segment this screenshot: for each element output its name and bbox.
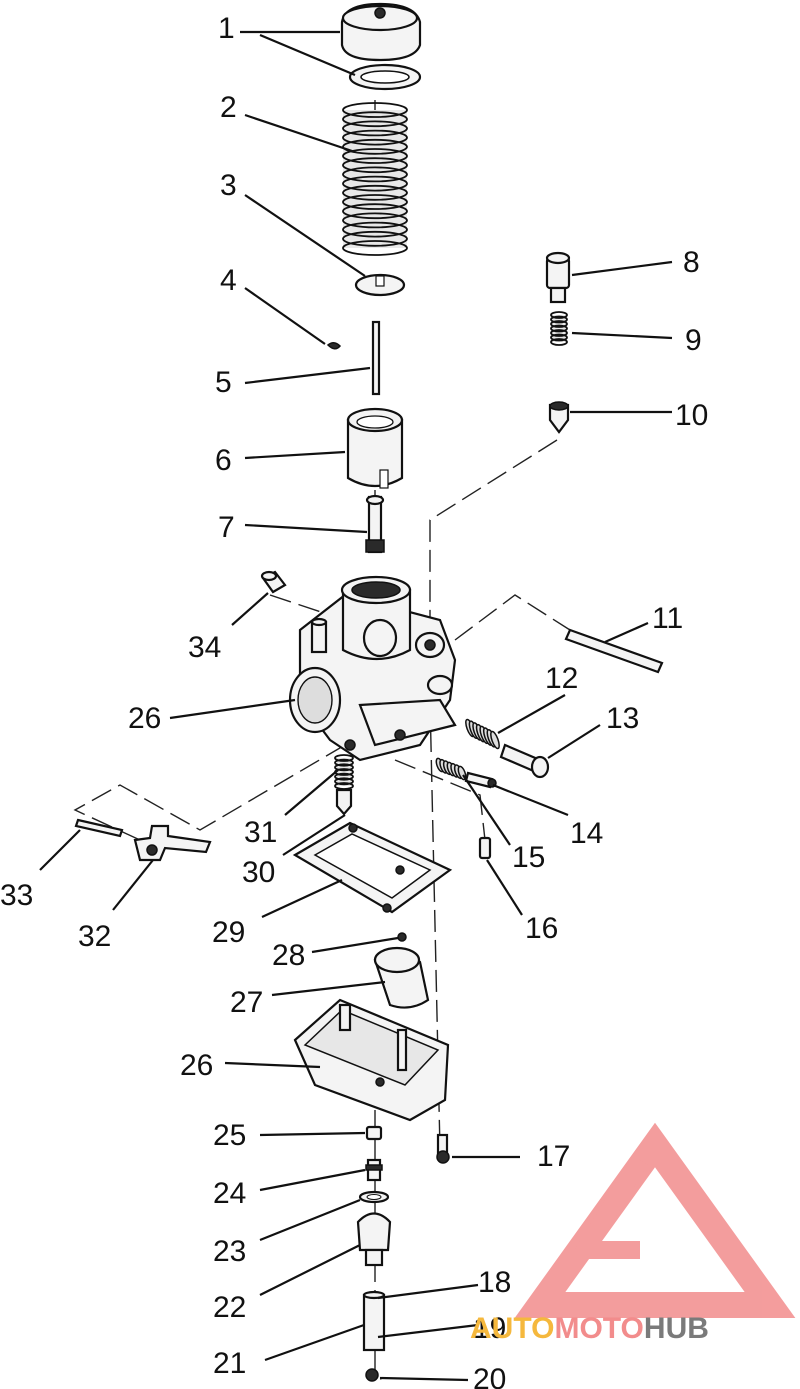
label-26-bowl: 26	[180, 1049, 213, 1082]
wordmark-moto: MOTO	[554, 1312, 643, 1345]
part-33-pin	[74, 818, 124, 838]
part-28-pin	[397, 932, 407, 942]
label-3: 3	[220, 169, 237, 202]
label-13: 13	[606, 702, 639, 735]
label-18: 18	[478, 1266, 511, 1299]
part-20-plug	[365, 1368, 379, 1382]
part-16-jet	[478, 836, 492, 860]
label-26-body: 26	[128, 702, 161, 735]
part-17-drain-screw	[436, 1133, 450, 1164]
label-5: 5	[215, 366, 232, 399]
wordmark-auto: AUTO	[470, 1312, 554, 1345]
label-16: 16	[525, 912, 558, 945]
label-19: 19	[473, 1312, 506, 1345]
part-5-needle	[371, 320, 381, 396]
part-8-pilot-screw-cap	[545, 251, 571, 304]
part-15-spring	[435, 757, 467, 781]
label-14: 14	[570, 817, 603, 850]
part-4-clip	[326, 342, 342, 350]
part-26-float-bowl	[293, 998, 450, 1122]
part-25-jet	[365, 1125, 383, 1141]
label-27: 27	[230, 986, 263, 1019]
part-34-plug	[260, 570, 287, 594]
label-9: 9	[685, 324, 702, 357]
label-28: 28	[272, 939, 305, 972]
label-11: 11	[652, 602, 683, 635]
label-23: 23	[213, 1235, 246, 1268]
part-29-gasket	[292, 821, 453, 914]
carburetor-body	[288, 575, 457, 762]
part-14-screw	[464, 771, 497, 789]
label-2: 2	[220, 91, 237, 124]
part-30-washer	[335, 788, 353, 816]
label-31: 31	[244, 816, 277, 849]
part-number-labels: 1 2 3 4 5 6 7 8 9 10 11 12 13 14 15 16 1…	[0, 12, 708, 1389]
part-6-throttle-slide	[346, 407, 404, 489]
part-2-spring	[342, 102, 408, 256]
part-23-washer	[358, 1190, 390, 1204]
part-32-lever	[133, 824, 212, 862]
part-13-screw	[499, 743, 550, 779]
label-4: 4	[220, 264, 237, 297]
label-6: 6	[215, 444, 232, 477]
label-7: 7	[218, 511, 235, 544]
part-3-retainer	[354, 273, 406, 297]
part-31-spring	[334, 754, 354, 790]
label-34: 34	[188, 631, 221, 664]
part-7-needle-jet	[365, 494, 385, 554]
leader-lines	[39, 30, 673, 1382]
part-11-rod	[564, 628, 664, 674]
part-21-tube	[362, 1290, 386, 1352]
label-15: 15	[512, 841, 545, 874]
label-25: 25	[213, 1119, 246, 1152]
part-22-jet-holder	[356, 1212, 392, 1267]
svg-text:AUTOMOTOHUB: AUTOMOTOHUB	[470, 1312, 709, 1345]
part-9-spring	[550, 311, 568, 346]
part-27-float	[373, 946, 430, 1009]
label-8: 8	[683, 246, 700, 279]
label-10: 10	[675, 399, 708, 432]
part-12-spring	[465, 718, 500, 750]
label-12: 12	[545, 662, 578, 695]
label-30: 30	[242, 856, 275, 889]
label-22: 22	[213, 1291, 246, 1324]
label-29: 29	[212, 916, 245, 949]
wordmark-hub: HUB	[644, 1312, 709, 1345]
part-10-float-valve	[548, 401, 570, 434]
label-33: 33	[0, 879, 33, 912]
automotohub-logo	[514, 1122, 796, 1318]
label-20: 20	[473, 1363, 506, 1389]
label-24: 24	[213, 1177, 246, 1210]
label-32: 32	[78, 920, 111, 953]
label-21: 21	[213, 1347, 246, 1380]
label-1: 1	[218, 12, 235, 45]
automotohub-wordmark: AUTOMOTOHUB	[470, 1312, 709, 1345]
label-17: 17	[537, 1140, 570, 1173]
part-1-cap	[340, 2, 422, 91]
part-24-main-jet	[365, 1158, 383, 1182]
